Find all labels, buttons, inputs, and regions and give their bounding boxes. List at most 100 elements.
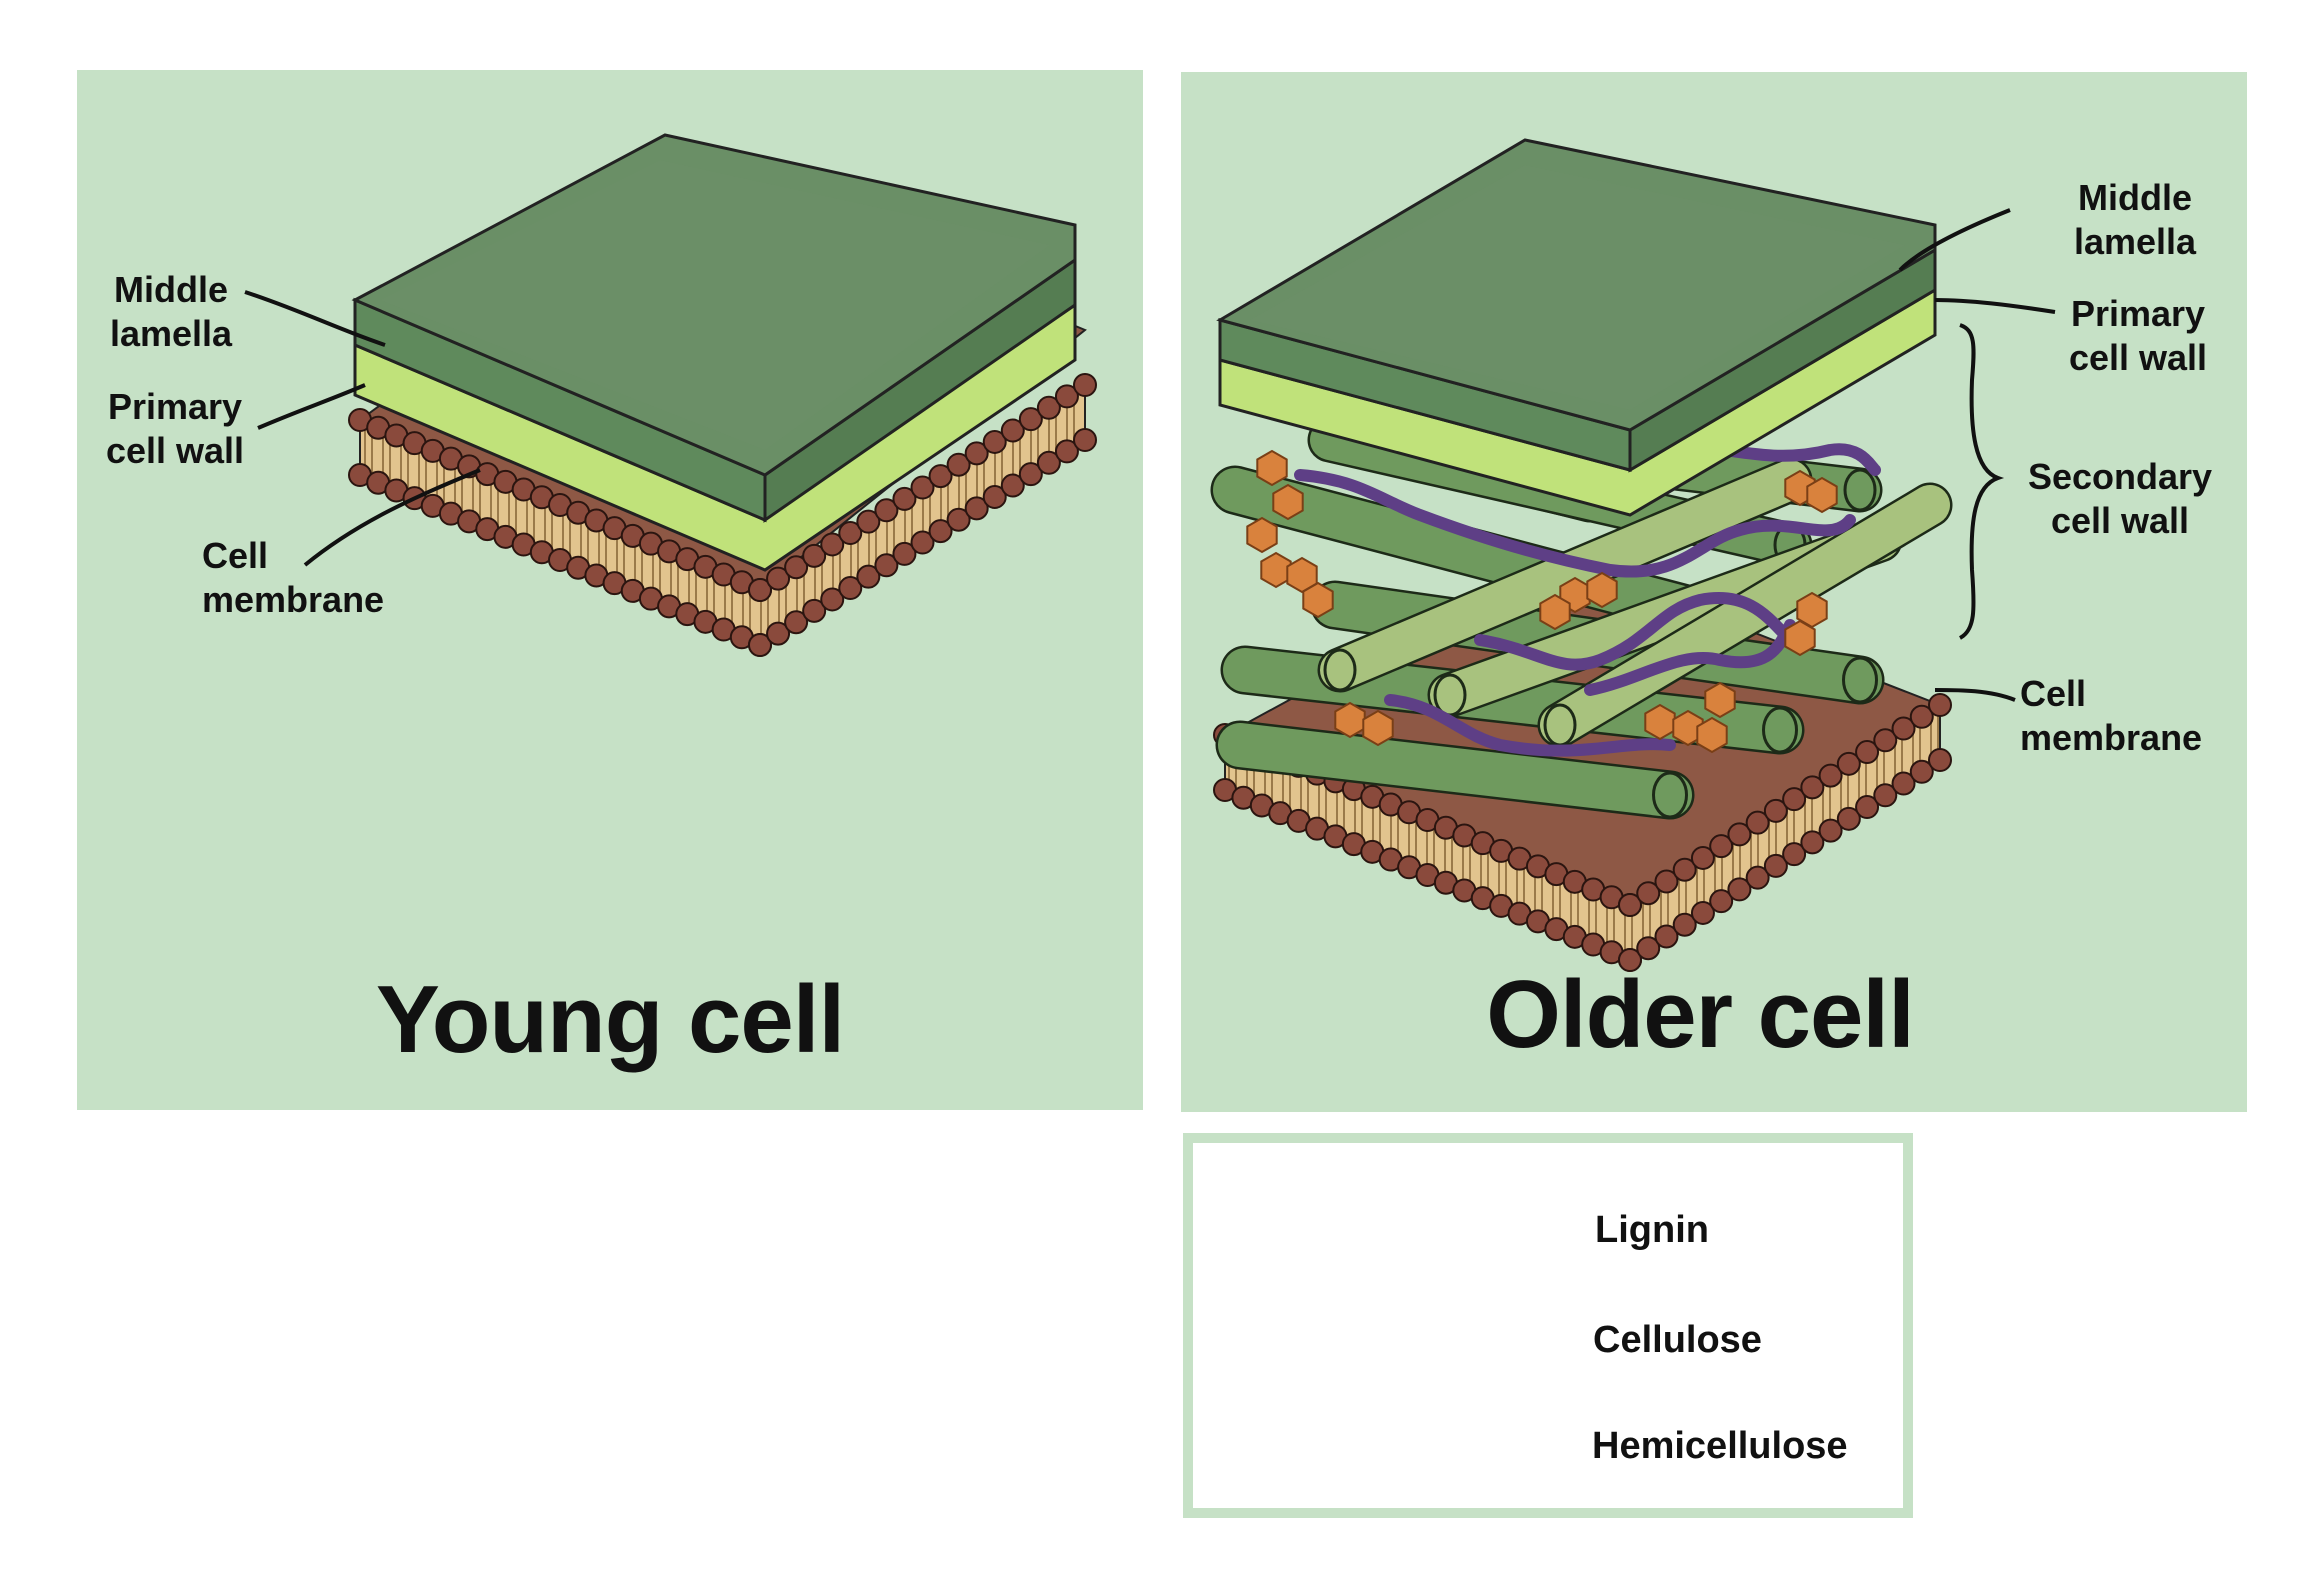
older-leader-lines [1898, 208, 2056, 702]
older-middle-lamella [1216, 138, 1937, 473]
young-primary-wall-line1: Primary [107, 386, 243, 427]
older-primary-wall-line1: Primary [2070, 293, 2206, 334]
lignin-unit [1539, 593, 1571, 631]
lipid-head [1000, 473, 1025, 498]
lipid-head [1891, 716, 1916, 741]
lignin-unit [1286, 556, 1318, 594]
lipid-head [748, 578, 772, 602]
lipid-head [802, 598, 827, 623]
lignin-unit [1334, 701, 1366, 739]
hemicellulose-strand [1474, 592, 1796, 671]
older-membrane-line2: membrane [2020, 717, 2203, 758]
young-membrane-line1: Cell [202, 535, 269, 576]
lipid-head [784, 610, 809, 635]
hemicellulose-strand [1384, 694, 1676, 757]
lignin-unit [1784, 619, 1816, 657]
lipid-head [856, 509, 881, 534]
young-middle-lamella-line2: lamella [109, 313, 233, 354]
lipid-head [910, 475, 935, 500]
lipid-head [982, 484, 1007, 509]
lipid-head [946, 452, 971, 477]
secondary-wall-bracket [1958, 323, 2005, 640]
older-membrane-label: Cell membrane [2020, 672, 2240, 760]
legend-hemicellulose-label: Hemicellulose [1592, 1425, 1848, 1467]
hemicellulose-strand [1584, 619, 1796, 696]
legend-box [1183, 1133, 1913, 1518]
older-middle-lamella-label: Middle lamella [2050, 176, 2220, 264]
older-cell-title: Older cell [1486, 961, 1915, 1068]
lipid-head [1909, 704, 1934, 729]
lipid-head [1855, 740, 1880, 765]
lipid-head [784, 555, 809, 580]
cellulose-fibre [1317, 457, 1813, 693]
lipid-head [1928, 748, 1952, 772]
young-cell-drawing [244, 133, 1097, 657]
young-primary-wall-line2: cell wall [105, 430, 245, 471]
lipid-head [1800, 775, 1825, 800]
lipid-head [928, 464, 953, 489]
young-middle-lamella-label: Middle lamella [96, 268, 246, 356]
lignin-unit [1260, 551, 1292, 589]
older-primary-wall-line2: cell wall [2068, 337, 2208, 378]
lipid-head [838, 576, 863, 601]
young-middle-lamella [351, 133, 1077, 523]
lipid-head [1036, 450, 1061, 475]
lipid-head [1018, 462, 1043, 487]
lipid-head [1909, 759, 1934, 784]
young-middle-lamella-line1: Middle [114, 269, 228, 310]
lipid-head [1727, 822, 1752, 847]
legend-lignin-label: Lignin [1595, 1209, 1709, 1251]
lipid-head [1800, 830, 1825, 855]
lignin-unit [1672, 709, 1704, 747]
lipid-head [910, 530, 935, 555]
lipid-head [1709, 834, 1734, 859]
lipid-head [874, 498, 899, 523]
lipid-head [928, 519, 953, 544]
hemicellulose-strand [1719, 443, 1881, 476]
lignin-unit [1644, 703, 1676, 741]
lipid-head [964, 441, 989, 466]
lipid-head [1855, 795, 1880, 820]
lignin-unit [1256, 449, 1288, 487]
older-primary-wall-label: Primary cell wall [2048, 292, 2228, 380]
older-secondary-wall-line2: cell wall [2050, 500, 2190, 541]
lipid-head [1727, 877, 1752, 902]
lipid-head [1818, 763, 1843, 788]
lipid-head [982, 429, 1007, 454]
lipid-head [1672, 857, 1697, 882]
lipid-head [1709, 889, 1734, 914]
lignin-unit [1272, 483, 1304, 521]
young-primary-wall-label: Primary cell wall [95, 385, 255, 473]
lipid-head [1073, 373, 1097, 397]
lipid-head [820, 587, 845, 612]
lipid-head [1054, 439, 1079, 464]
lignin-unit [1246, 516, 1278, 554]
lipid-head [820, 532, 845, 557]
lipid-head [1836, 751, 1861, 776]
lignin-unit [1806, 476, 1838, 514]
lipid-head [838, 521, 863, 546]
lipid-head [802, 543, 827, 568]
older-secondary-wall-line1: Secondary [2027, 456, 2213, 497]
lipid-head [1073, 428, 1097, 452]
lignin-unit [1586, 571, 1618, 609]
cellulose-fibre [1537, 482, 1953, 748]
lipid-head [1745, 810, 1770, 835]
lipid-head [1054, 384, 1079, 409]
young-membrane-label: Cell membrane [202, 534, 422, 622]
lipid-head [1636, 936, 1661, 961]
lipid-head [1763, 798, 1788, 823]
lipid-head [1654, 869, 1679, 894]
lignin-unit [1302, 581, 1334, 619]
young-membrane-line2: membrane [202, 579, 385, 620]
lipid-head [1690, 900, 1715, 925]
legend-cellulose-label: Cellulose [1593, 1319, 1762, 1361]
lipid-head [766, 566, 791, 591]
lipid-head [892, 541, 917, 566]
lipid-head [1763, 853, 1788, 878]
older-middle-lamella-line1: Middle [2078, 177, 2192, 218]
lipid-head [1618, 948, 1642, 972]
lipid-head [1836, 806, 1861, 831]
lipid-head [892, 486, 917, 511]
